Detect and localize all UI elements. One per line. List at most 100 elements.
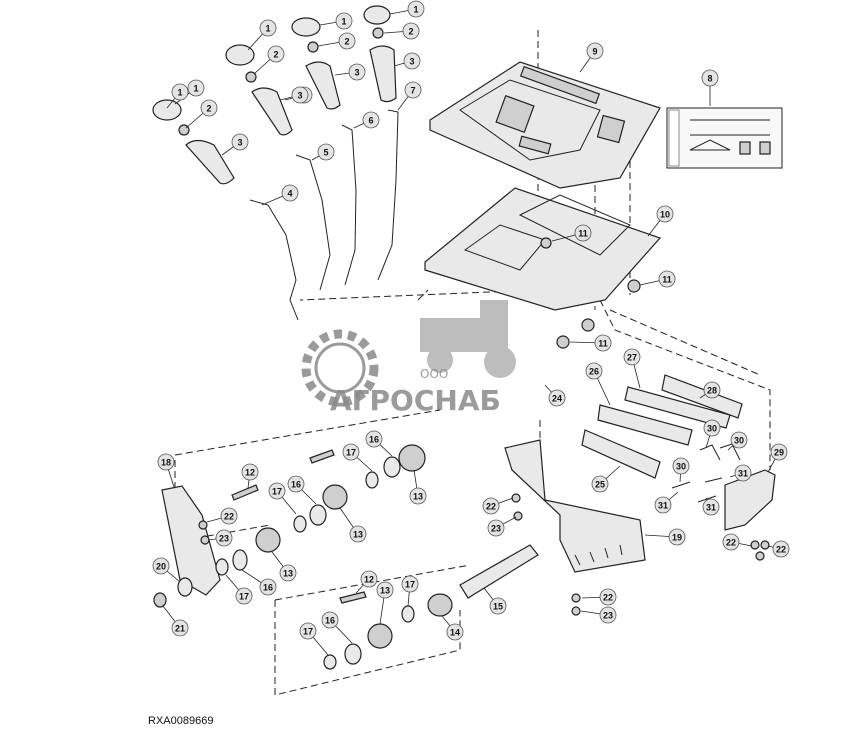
callout-number: 11 bbox=[662, 275, 672, 285]
callout-bubble bbox=[157, 453, 175, 471]
callout-number: 16 bbox=[263, 583, 273, 593]
callout-3: 3 bbox=[403, 52, 421, 70]
callout-number: 23 bbox=[219, 534, 229, 544]
plate-nuts bbox=[556, 279, 641, 349]
callout-number: 13 bbox=[380, 586, 390, 596]
callout-number: 17 bbox=[346, 448, 356, 458]
callout-9: 9 bbox=[586, 42, 604, 60]
callout-number: 25 bbox=[595, 480, 605, 490]
callout-number: 2 bbox=[408, 27, 413, 37]
callout-number: 1 bbox=[177, 88, 182, 98]
callout-bubble bbox=[702, 498, 720, 516]
callout-8: 8 bbox=[701, 69, 719, 87]
figure-code: RXA0089669 bbox=[148, 715, 213, 727]
callout-28: 28 bbox=[703, 381, 721, 399]
callout-31: 31 bbox=[654, 496, 672, 514]
callout-number: 2 bbox=[273, 50, 278, 60]
callout-number: 29 bbox=[774, 448, 784, 458]
callout-16: 16 bbox=[321, 611, 339, 629]
callout-bubble bbox=[574, 224, 592, 242]
callout-bubble bbox=[599, 588, 617, 606]
callout-6: 6 bbox=[362, 111, 380, 129]
callout-bubble bbox=[703, 419, 721, 437]
callout-2: 2 bbox=[338, 32, 356, 50]
callout-17: 17 bbox=[299, 622, 317, 640]
callout-10: 10 bbox=[656, 205, 674, 223]
callout-bubble bbox=[770, 443, 788, 461]
callout-bubble bbox=[362, 111, 380, 129]
callout-bubble bbox=[349, 525, 367, 543]
console-plate bbox=[424, 187, 662, 311]
callout-bubble bbox=[220, 507, 238, 525]
callout-29: 29 bbox=[770, 443, 788, 461]
callout-7: 7 bbox=[404, 81, 422, 99]
callout-bubble bbox=[215, 529, 233, 547]
callout-4: 4 bbox=[281, 184, 299, 202]
pedal-arm-18 bbox=[161, 485, 221, 596]
callout-bubble bbox=[703, 381, 721, 399]
callout-17: 17 bbox=[342, 443, 360, 461]
callout-22: 22 bbox=[772, 540, 790, 558]
callout-19: 19 bbox=[668, 528, 686, 546]
callout-number: 17 bbox=[272, 487, 282, 497]
callout-number: 21 bbox=[175, 624, 185, 634]
console-cover bbox=[429, 61, 661, 189]
callout-15: 15 bbox=[489, 597, 507, 615]
watermark: ООО АГРОСНАБ bbox=[301, 300, 516, 417]
callout-16: 16 bbox=[287, 475, 305, 493]
callout-17: 17 bbox=[268, 482, 286, 500]
callout-3: 3 bbox=[348, 63, 366, 81]
callout-number: 11 bbox=[598, 339, 608, 349]
callout-number: 13 bbox=[283, 569, 293, 579]
callout-5: 5 bbox=[317, 143, 335, 161]
callout-number: 3 bbox=[409, 57, 414, 67]
callout-number: 8 bbox=[707, 74, 712, 84]
callout-number: 23 bbox=[491, 524, 501, 534]
callout-23: 23 bbox=[599, 606, 617, 624]
callout-1: 1 bbox=[171, 83, 189, 101]
callout-25: 25 bbox=[591, 475, 609, 493]
callout-number: 3 bbox=[354, 68, 359, 78]
callout-number: 13 bbox=[413, 492, 423, 502]
callout-bubble bbox=[734, 464, 752, 482]
callout-20: 20 bbox=[152, 557, 170, 575]
callout-number: 22 bbox=[776, 545, 786, 555]
callout-11: 11 bbox=[658, 270, 676, 288]
callout-22: 22 bbox=[220, 507, 238, 525]
callout-number: 3 bbox=[297, 91, 302, 101]
callout-bubble bbox=[599, 606, 617, 624]
callout-bubble bbox=[654, 496, 672, 514]
callout-17: 17 bbox=[401, 575, 419, 593]
callout-bubble bbox=[187, 79, 205, 97]
callout-bubble bbox=[299, 622, 317, 640]
callout-23: 23 bbox=[487, 519, 505, 537]
callout-bubble bbox=[403, 52, 421, 70]
callout-number: 16 bbox=[369, 435, 379, 445]
callout-number: 1 bbox=[265, 24, 270, 34]
bracket-29 bbox=[724, 469, 776, 531]
callout-1: 1 bbox=[187, 79, 205, 97]
callout-1: 1 bbox=[259, 19, 277, 37]
callout-number: 24 bbox=[552, 394, 562, 404]
callout-number: 1 bbox=[193, 84, 198, 94]
callout-13: 13 bbox=[279, 564, 297, 582]
callout-26: 26 bbox=[585, 362, 603, 380]
callout-number: 22 bbox=[726, 538, 736, 548]
callout-bubble bbox=[672, 457, 690, 475]
callout-number: 28 bbox=[707, 386, 717, 396]
callout-number: 18 bbox=[161, 458, 171, 468]
callouts: 1111122223333345678910111111121213131313… bbox=[152, 0, 790, 641]
callout-31: 31 bbox=[702, 498, 720, 516]
callout-number: 17 bbox=[239, 592, 249, 602]
callout-bubble bbox=[376, 581, 394, 599]
callout-number: 31 bbox=[738, 469, 748, 479]
callout-14: 14 bbox=[446, 623, 464, 641]
callout-number: 4 bbox=[287, 189, 292, 199]
callout-bubble bbox=[591, 475, 609, 493]
callout-21: 21 bbox=[171, 619, 189, 637]
callout-bubble bbox=[317, 143, 335, 161]
callout-number: 17 bbox=[405, 580, 415, 590]
callout-number: 2 bbox=[206, 104, 211, 114]
